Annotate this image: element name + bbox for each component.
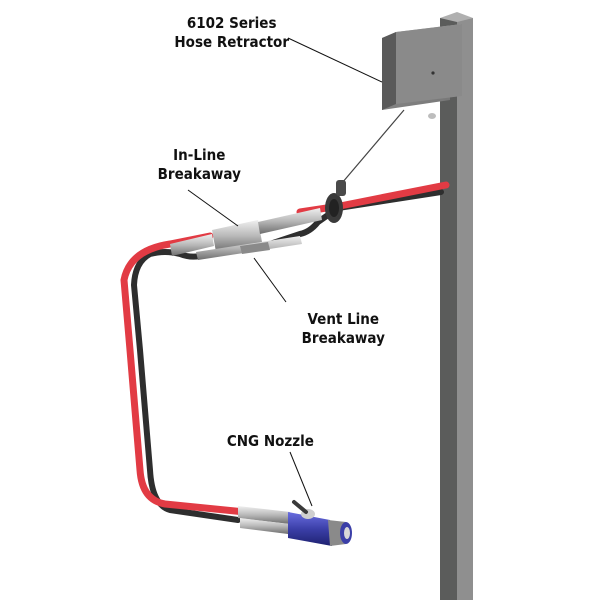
- retractor-cable: [341, 109, 405, 184]
- inline-breakaway-label-line2: Breakaway: [157, 165, 241, 183]
- hose-clamp: [325, 180, 346, 223]
- leader-line-vent-breakaway: [253, 257, 287, 303]
- cng-nozzle-label: CNG Nozzle: [227, 432, 314, 451]
- cng-nozzle-label-line1: CNG Nozzle: [226, 432, 314, 450]
- vent-breakaway-label-line1: Vent Line: [307, 310, 380, 328]
- leader-line-nozzle: [289, 451, 313, 507]
- cng-nozzle: [288, 500, 352, 546]
- retractor-label: 6102 Series Hose Retractor: [174, 14, 289, 52]
- inline-breakaway-label-line1: In-Line: [173, 146, 226, 164]
- hose-retractor-box: [382, 24, 462, 119]
- retractor-label-line2: Hose Retractor: [174, 33, 290, 51]
- vent-breakaway-label-line2: Breakaway: [301, 329, 385, 347]
- support-pole: [440, 12, 473, 600]
- vent-hose: [131, 189, 444, 523]
- leader-line-retractor: [287, 37, 383, 83]
- inline-breakaway-label: In-Line Breakaway: [158, 146, 241, 184]
- retractor-label-line1: 6102 Series: [186, 14, 277, 32]
- vent-line-breakaway-fitting: [196, 236, 302, 260]
- leader-line-inline-breakaway: [187, 189, 239, 227]
- nozzle-fittings: [238, 506, 290, 534]
- vent-breakaway-label: Vent Line Breakaway: [302, 310, 385, 348]
- fuel-hose: [120, 181, 450, 516]
